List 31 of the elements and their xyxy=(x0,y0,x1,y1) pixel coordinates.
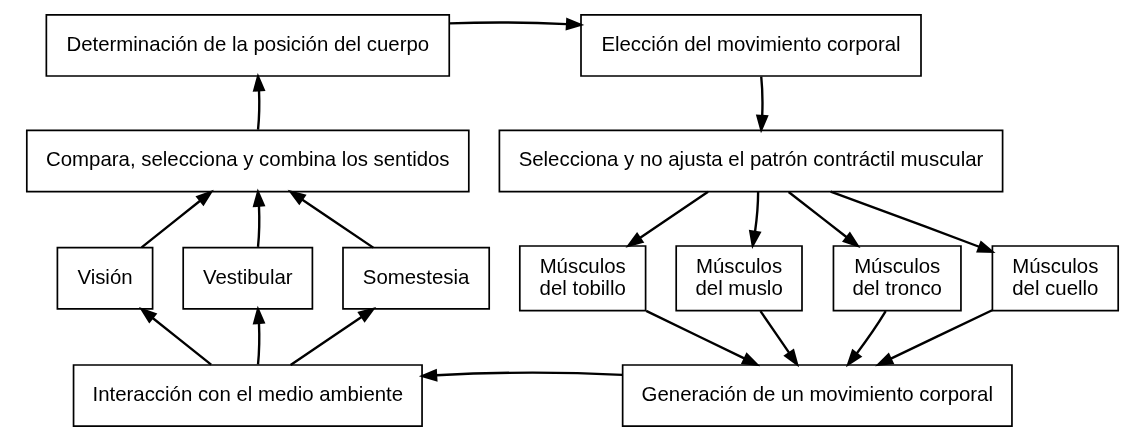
arrow xyxy=(755,76,769,134)
arrow xyxy=(759,310,800,368)
node-box: Músculos del tronco xyxy=(832,245,962,312)
node-box: Elección del movimiento corporal xyxy=(580,13,922,77)
arrow xyxy=(138,307,212,366)
node-box: Músculos del tobillo xyxy=(518,245,647,312)
node-box: Vestibular xyxy=(182,246,314,310)
arrow xyxy=(787,191,861,248)
node-box: Interacción con el medio ambiente xyxy=(72,364,423,428)
arrow xyxy=(846,310,887,368)
arrow xyxy=(830,190,996,254)
node-box: Músculos del cuello xyxy=(991,245,1120,312)
arrow xyxy=(289,307,377,366)
arrow xyxy=(287,189,374,249)
node-box: Determinación de la posición del cuerpo xyxy=(45,13,451,77)
arrow xyxy=(418,368,623,382)
arrow xyxy=(625,190,709,248)
node-box: Somestesia xyxy=(342,246,491,310)
node-box: Compara, selecciona y combina los sentidos xyxy=(25,129,470,193)
node-box: Músculos del muslo xyxy=(675,245,803,312)
arrow xyxy=(449,17,585,31)
arrow xyxy=(875,309,993,367)
node-box: Selecciona y no ajusta el patrón contráctil muscular xyxy=(498,129,1004,193)
arrow xyxy=(140,189,214,249)
arrow xyxy=(252,73,266,130)
arrow xyxy=(645,309,761,367)
arrow xyxy=(252,188,266,248)
arrow xyxy=(748,192,762,249)
node-box: Visión xyxy=(56,246,154,310)
node-box: Generación de un movimiento corporal xyxy=(621,364,1013,428)
arrow xyxy=(252,305,266,365)
